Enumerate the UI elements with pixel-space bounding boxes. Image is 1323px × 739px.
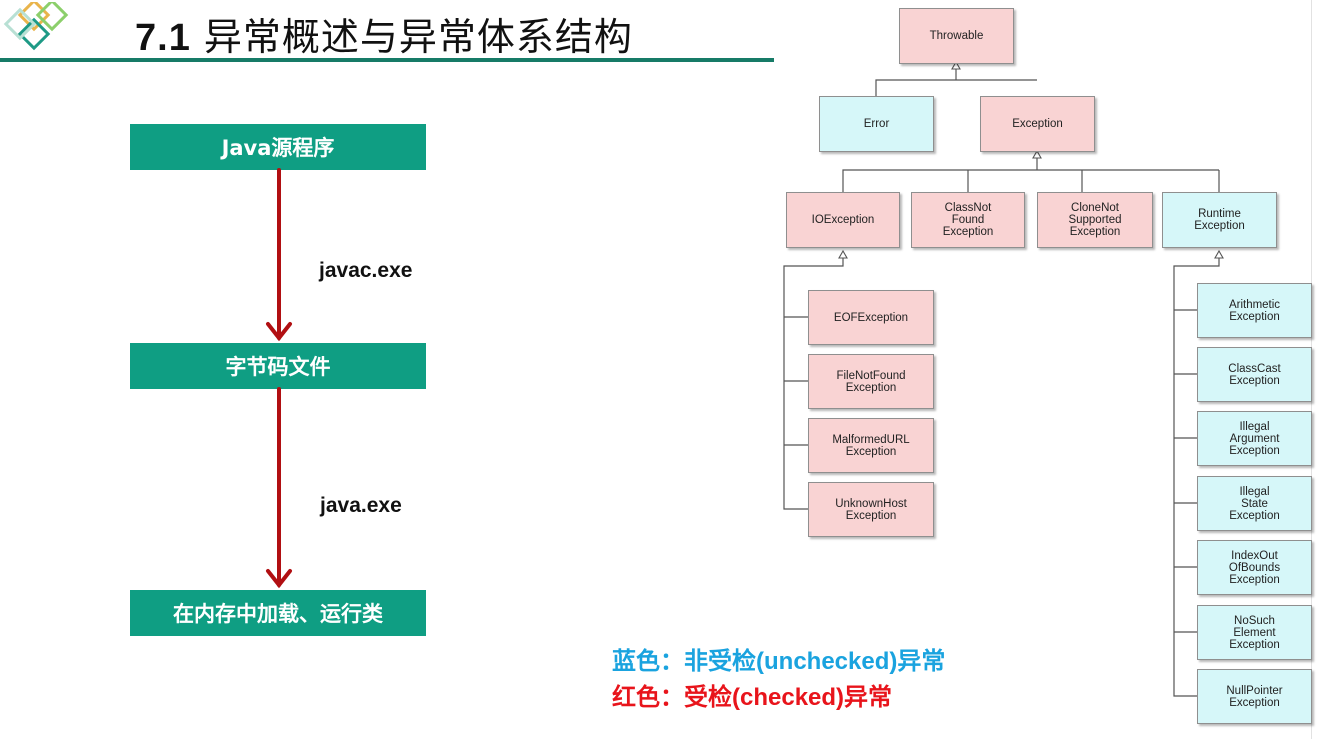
flow-step-runtime: 在内存中加载、运行类 bbox=[130, 590, 426, 636]
flow-step-bytecode: 字节码文件 bbox=[130, 343, 426, 389]
node-malformedurl: MalformedURL Exception bbox=[808, 418, 934, 473]
node-nullpointer: NullPointer Exception bbox=[1197, 669, 1312, 724]
inherit-arrowhead-throwable bbox=[951, 60, 961, 70]
node-arithmetic: Arithmetic Exception bbox=[1197, 283, 1312, 338]
node-indexoutofbounds: IndexOut OfBounds Exception bbox=[1197, 540, 1312, 595]
edge-label-javac: javac.exe bbox=[319, 259, 413, 282]
diamond-logo-icon bbox=[3, 2, 69, 51]
node-nosuchelement: NoSuch Element Exception bbox=[1197, 605, 1312, 660]
legend-blue-label: 蓝色： bbox=[612, 646, 684, 675]
node-classnotfound: ClassNot Found Exception bbox=[911, 192, 1025, 248]
edge-label-java: java.exe bbox=[320, 494, 402, 517]
page-title: 7.1 异常概述与异常体系结构 bbox=[135, 6, 633, 61]
legend-checked: 红色：受检(checked)异常 bbox=[612, 677, 892, 712]
legend-unchecked: 蓝色：非受检(unchecked)异常 bbox=[612, 641, 945, 676]
node-throwable: Throwable bbox=[899, 8, 1014, 64]
node-illegalstate: Illegal State Exception bbox=[1197, 476, 1312, 531]
legend-red-text-a: 受检 bbox=[684, 682, 732, 711]
node-clonenotsupported: CloneNot Supported Exception bbox=[1037, 192, 1153, 248]
title-underline bbox=[0, 58, 774, 62]
node-runtimeexception: Runtime Exception bbox=[1162, 192, 1277, 248]
legend-blue-text-b: (unchecked) bbox=[756, 648, 898, 675]
node-filenotfound: FileNotFound Exception bbox=[808, 354, 934, 409]
flow-arrowhead-1 bbox=[266, 322, 292, 342]
flow-arrowhead-2 bbox=[266, 569, 292, 589]
legend-blue-text-c: 异常 bbox=[897, 646, 946, 675]
node-ioexception: IOException bbox=[786, 192, 900, 248]
legend-red-label: 红色： bbox=[612, 682, 684, 711]
node-illegalargument: Illegal Argument Exception bbox=[1197, 411, 1312, 466]
inherit-arrowhead-exception bbox=[1032, 149, 1042, 159]
node-classcast: ClassCast Exception bbox=[1197, 347, 1312, 402]
inherit-arrowhead-runtime bbox=[1214, 249, 1224, 259]
node-eofexception: EOFException bbox=[808, 290, 934, 345]
title-text: 异常概述与异常体系结构 bbox=[203, 15, 633, 59]
node-exception: Exception bbox=[980, 96, 1095, 152]
legend-red-text-b: (checked) bbox=[732, 684, 845, 711]
legend-red-text-c: 异常 bbox=[844, 682, 893, 711]
inherit-arrowhead-ioexception bbox=[838, 249, 848, 259]
legend-blue-text-a: 非受检 bbox=[684, 646, 756, 675]
node-unknownhost: UnknownHost Exception bbox=[808, 482, 934, 537]
flow-step-source: Java源程序 bbox=[130, 124, 426, 170]
title-number: 7.1 bbox=[135, 17, 191, 59]
node-error: Error bbox=[819, 96, 934, 152]
